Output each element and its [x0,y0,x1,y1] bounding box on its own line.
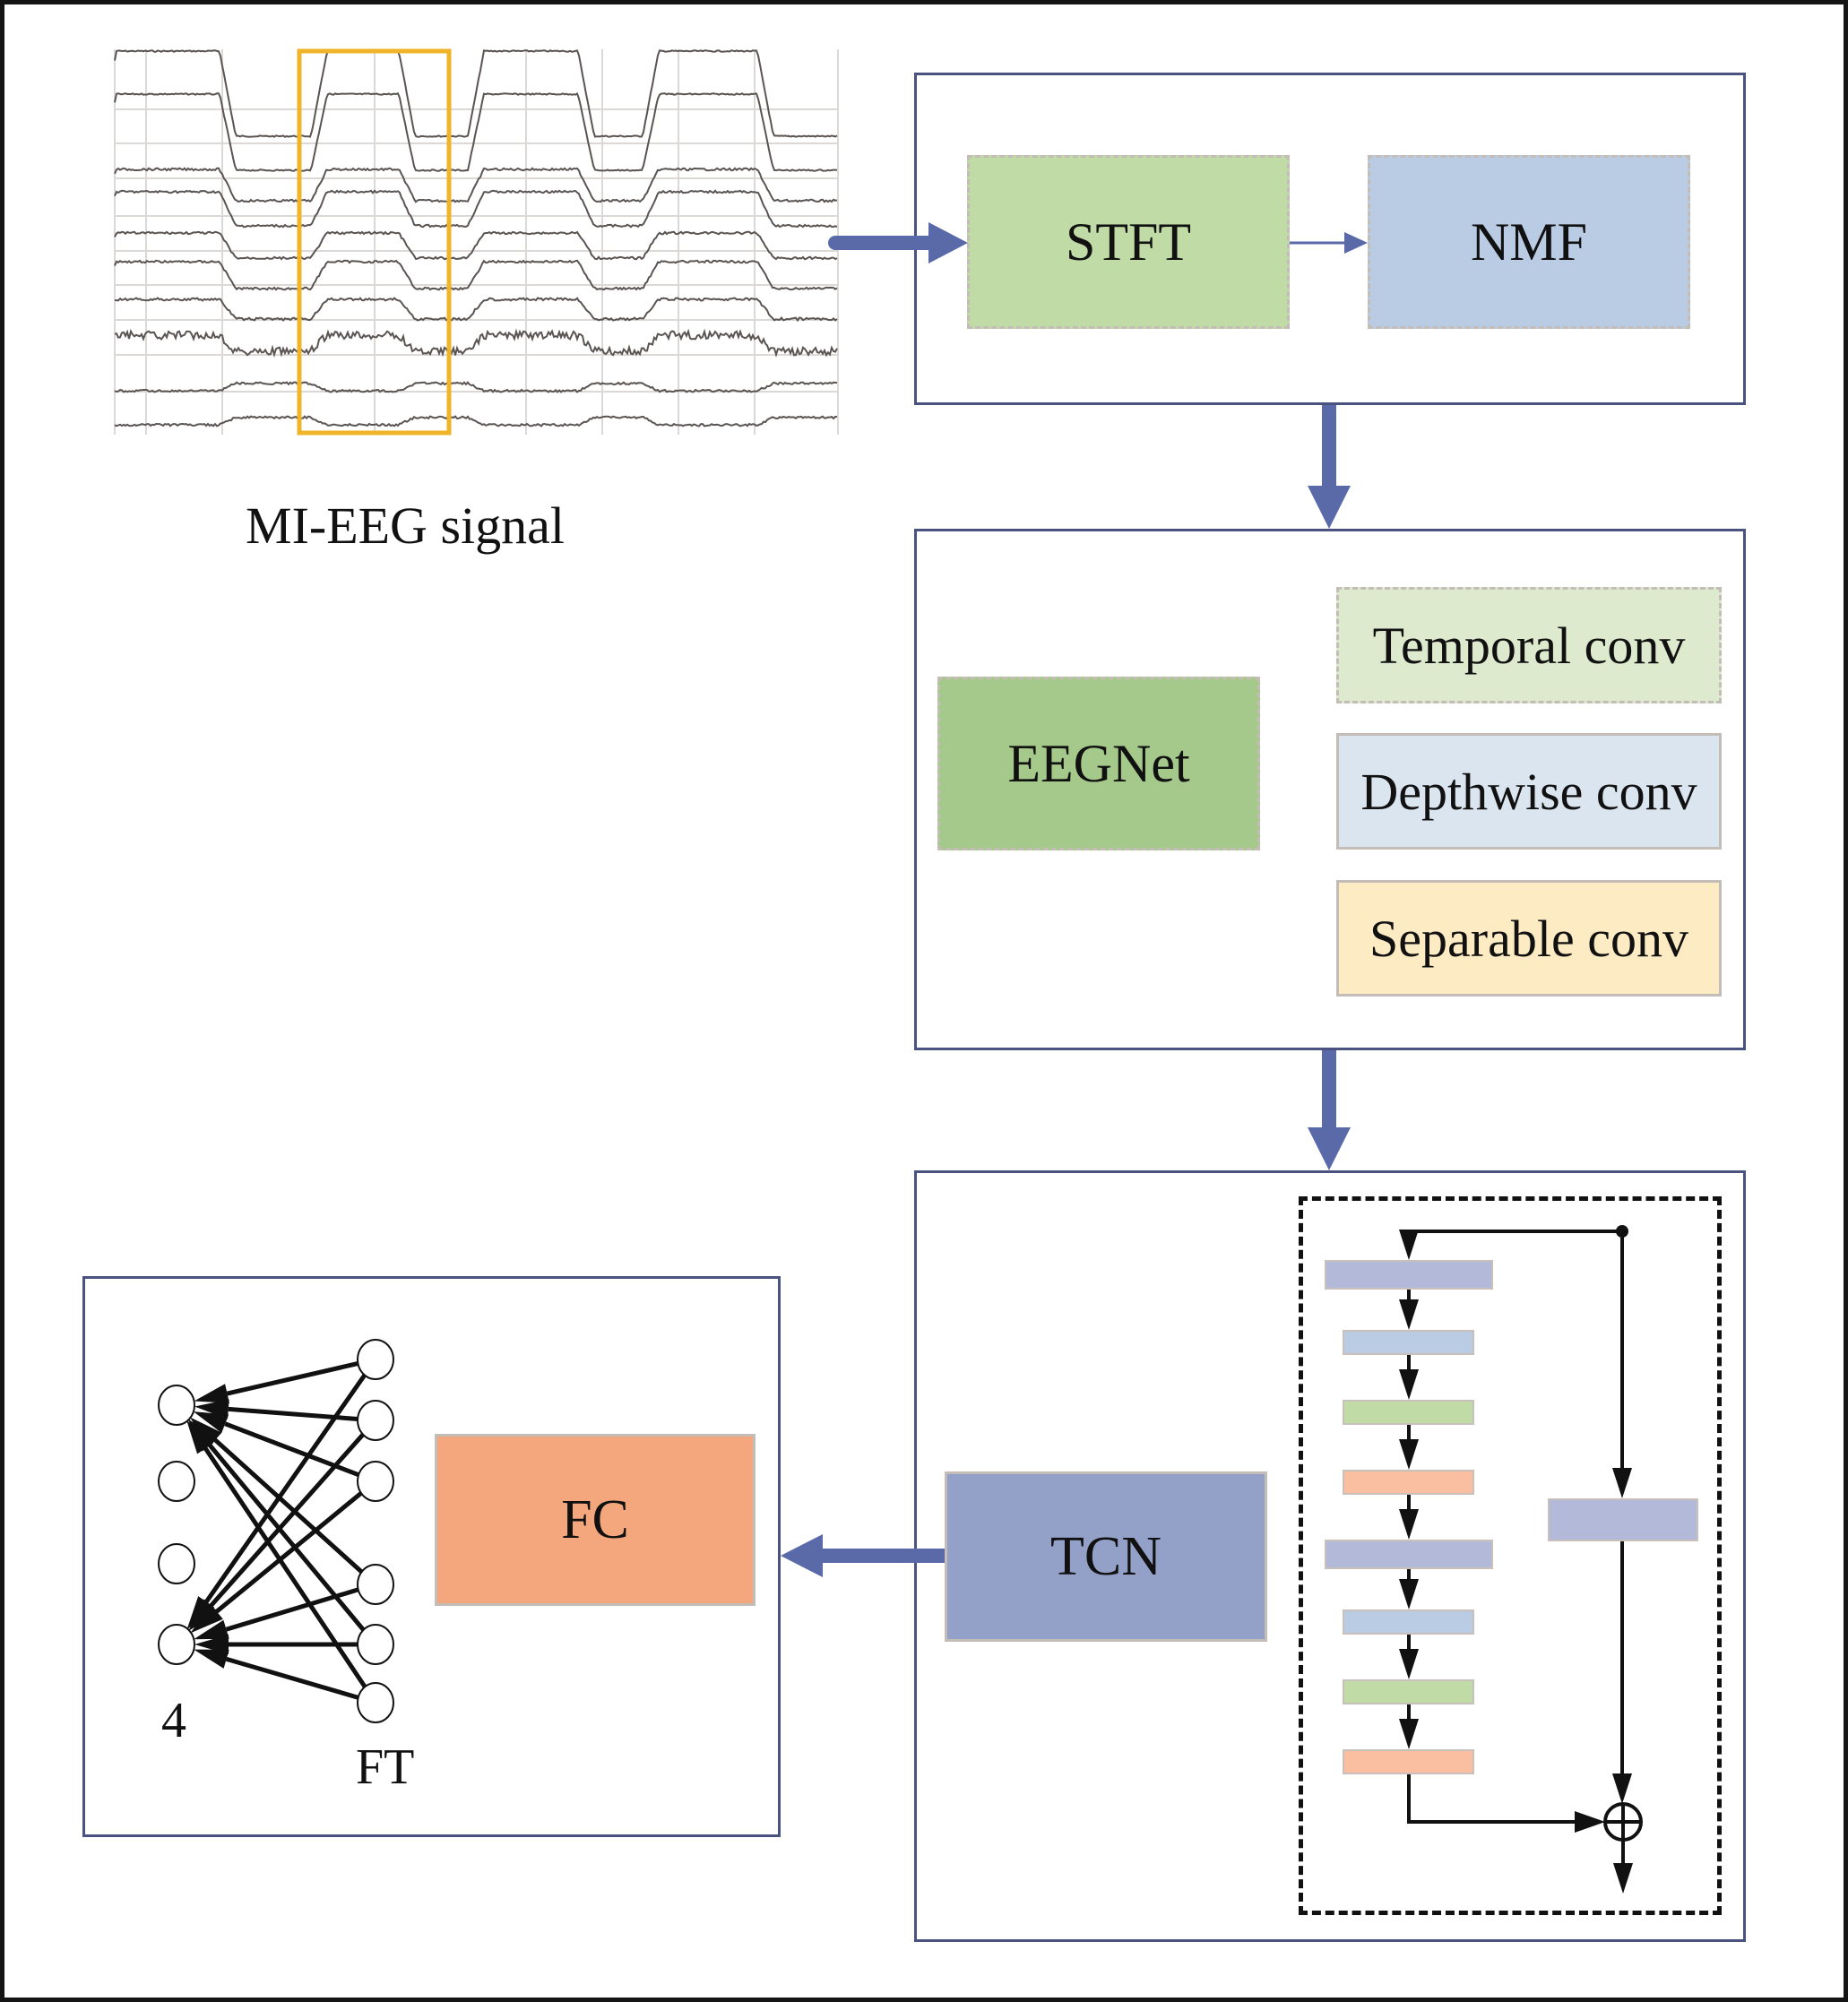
residual-layer-dropout [1343,1749,1474,1774]
arrow-head [928,222,968,263]
eeg-channel-trace [114,49,838,138]
fc-block[interactable]: FC [435,1434,756,1606]
arrow-head [1399,1369,1419,1400]
stft-label: STFT [1065,211,1192,272]
arrow-head [1399,1439,1419,1470]
eeg-channel-trace [114,297,838,323]
separable-conv-label: Separable conv [1369,909,1688,968]
eeg-channel-trace [114,381,838,393]
arrow-head [194,1649,229,1669]
input-neuron [357,1400,394,1441]
tcn-block[interactable]: TCN [945,1471,1267,1642]
stft-block[interactable]: STFT [967,155,1290,329]
separable-conv-block[interactable]: Separable conv [1336,880,1722,997]
arrow-head [194,1384,229,1403]
input-neuron [357,1624,394,1665]
output-neuron [158,1385,195,1426]
eeg-channel-trace [114,415,837,427]
arrow-head [1399,1649,1419,1679]
fc-connection [215,1490,364,1614]
output-neuron [158,1461,195,1502]
fc-connection [204,1372,367,1603]
input-neuron [357,1461,394,1502]
arrow-head [1399,1230,1419,1260]
eeg-traces [114,49,838,427]
residual-layer-dilated-conv [1325,1540,1493,1569]
arrow-head [193,1411,229,1434]
residual-layer-weight-norm [1343,1330,1474,1355]
arrow-head [781,1534,823,1577]
eeg-channel-trace [114,328,838,358]
fc-connection [203,1446,367,1689]
eeg-channel-trace [114,230,838,261]
residual-main-path [1407,1774,1577,1824]
tcn-label: TCN [1050,1525,1161,1587]
arrow-head [1612,1468,1632,1498]
residual-layer-dropout [1343,1470,1474,1495]
eeg-channel-trace [114,167,838,203]
fc-connection [209,1432,366,1608]
residual-layer-weight-norm [1343,1609,1474,1635]
arrow-head [1308,1127,1351,1170]
output-neuron [158,1543,195,1584]
arrow-head [186,1420,214,1454]
input-neuron [357,1682,394,1723]
eeg-channel-trace [114,189,838,229]
fc-connection [225,1587,359,1632]
arrow-head [1399,1579,1419,1609]
arrow-head [1399,1509,1419,1540]
output-neuron [158,1624,195,1665]
temporal-conv-block[interactable]: Temporal conv [1336,587,1722,703]
arrow-head [194,1635,229,1654]
eeg-highlight-window [297,48,452,436]
arrow-head [1575,1811,1605,1833]
arrow-head [1399,1719,1419,1749]
nmf-label: NMF [1470,211,1588,272]
residual-block-container [1299,1196,1722,1915]
depthwise-conv-label: Depthwise conv [1360,762,1697,821]
fc-connection [208,1443,367,1633]
arrow-head [194,1619,229,1640]
arrow-head [1613,1863,1633,1894]
temporal-conv-label: Temporal conv [1372,616,1686,675]
input-neuron [357,1564,394,1605]
output-count-label: 4 [161,1693,186,1748]
skip-connection-layer [1548,1498,1698,1541]
arrow-head [190,1603,223,1634]
residual-layer-relu [1343,1679,1474,1704]
fc-connection [213,1437,364,1575]
arrow-head [1612,1773,1632,1804]
arrow-head [1399,1299,1419,1330]
eeg-channel-trace [114,259,838,291]
eegnet-block[interactable]: EEGNet [937,677,1260,850]
arrow-head [1308,486,1351,529]
eeg-channel-trace [114,92,838,172]
input-caption: MI-EEG signal [246,496,565,555]
residual-layer-dilated-conv [1325,1260,1493,1290]
nmf-block[interactable]: NMF [1368,155,1690,329]
fc-label: FC [561,1489,629,1550]
arrow-head [1344,232,1368,254]
fc-connection [226,1361,359,1396]
eegnet-label: EEGNet [1007,733,1190,793]
input-features-label: FT [356,1739,415,1795]
input-neuron [357,1339,394,1380]
residual-layer-relu [1343,1400,1474,1425]
fc-connection [225,1656,359,1700]
depthwise-conv-block[interactable]: Depthwise conv [1336,733,1722,850]
